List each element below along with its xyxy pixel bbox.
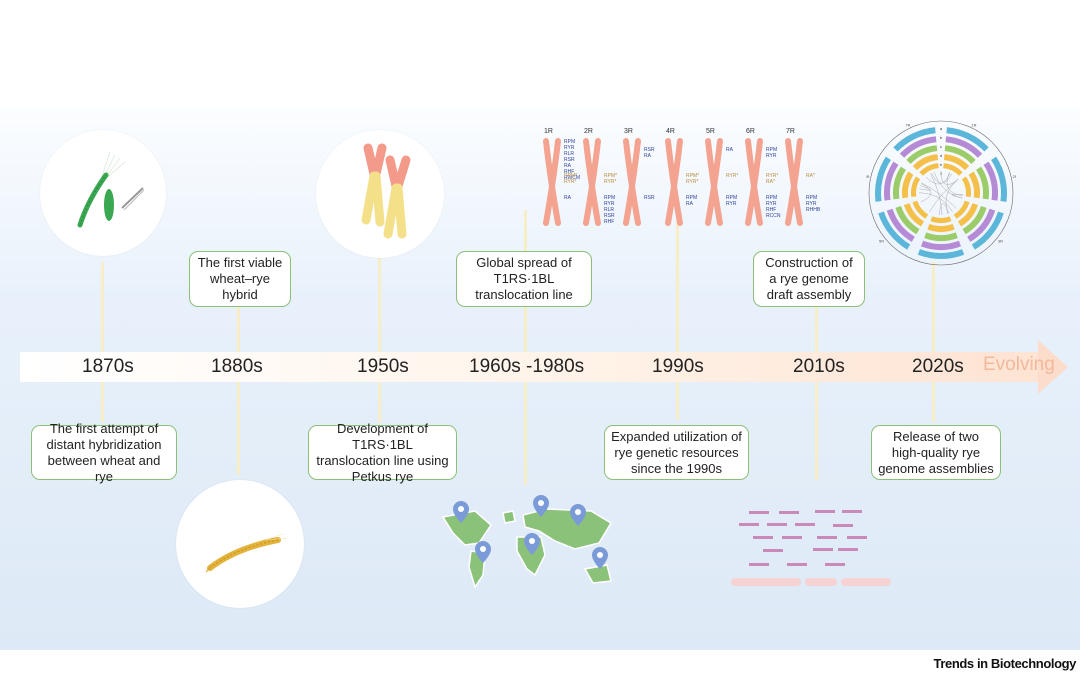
era-label-1870s: 1870s [82,356,134,378]
chromosome-label: 6R [746,128,755,135]
circos-sector-label: 6R [866,174,870,179]
gene-labels-mid: RYR* RA* [766,173,778,185]
illustration-1880s [176,480,304,608]
circos-track-segment [918,249,964,259]
gene-labels-mid: RA* [806,173,815,179]
era-label-1990s: 1990s [652,356,704,378]
event-box-1960s-1980s: Global spread of T1RS·1BL translocation … [456,251,592,307]
circos-ring-label: d [940,153,942,158]
circos-sector-label: 7R [905,123,910,128]
event-text: Construction of a rye genome draft assem… [760,255,858,303]
gene-labels-mid: RYR* [726,173,738,179]
gene-labels-lower: RPM RYR RLR RSR RHF [604,195,615,225]
gene-labels-mid: RPM* RYR* [686,173,699,185]
chromosome-icon [782,137,806,227]
circos-outer-ring [869,121,1013,265]
circos-link [919,186,930,191]
event-text: Expanded utilization of rye genetic reso… [611,429,742,477]
circos-ring-label: b [940,135,943,140]
circos-ring-label: c [940,144,942,149]
gene-labels-mid: RPM* RYR* [604,173,617,185]
event-box-1990s: Expanded utilization of rye genetic reso… [604,425,749,480]
circos-link [926,173,950,184]
event-box-2010s: Construction of a rye genome draft assem… [753,251,865,307]
event-box-1880s: The first viable wheat–rye hybrid [189,251,291,307]
connector-2010s [815,300,818,480]
circos-ring-label: f [940,171,942,176]
circos-genome-plot: 1R 2R 3R 4R 5R 6R 7R abcdef [866,118,1016,268]
chromosome-icon [580,137,604,227]
event-box-1950s: Development of T1RS·1BL translocation li… [308,425,457,480]
era-label-2020s: 2020s [912,356,964,378]
era-label-1960s-1980s: 1960s -1980s [469,356,584,378]
chromosome-icon [662,137,686,227]
event-text: Development of T1RS·1BL translocation li… [315,421,450,485]
chromosome-icon [702,137,726,227]
wheat-rye-tweezers-icon [40,130,166,256]
circos-track-segment [924,232,958,241]
gene-labels-lower: RPM RYR [726,195,737,207]
world-map-icon [435,495,630,605]
event-box-1870s: The first attempt of distant hybridizati… [31,425,177,480]
evolving-label: Evolving [983,354,1055,376]
illustration-draft-assembly [725,505,895,595]
circos-ring-label: e [940,162,943,167]
connector-1880s [237,305,240,475]
circos-sector-label: 3R [998,238,1003,243]
gene-labels-lower: RA [564,195,571,201]
gene-labels-upper: RA [726,147,733,153]
circos-sector-label: 4R [938,267,943,268]
connector-1990s [676,215,679,420]
circos-track-segment [927,224,954,232]
chromosome-label: 5R [706,128,715,135]
circos-sector-label: 1R [971,123,976,128]
chromosome-icon [742,137,766,227]
gene-labels-lower: RPM RYR RHF RCCN [766,195,780,219]
circos-track-segment [962,176,971,197]
illustration-world-map [435,495,630,605]
gene-labels-lower: RSR [644,195,655,201]
circos-track-segment [930,216,951,223]
event-text: Release of two high-quality rye genome a… [878,429,994,477]
circos-sector-label: 5R [879,238,884,243]
event-box-2020s: Release of two high-quality rye genome a… [871,425,1001,480]
connector-1950s [378,258,381,423]
circos-track-segment [911,176,920,197]
illustration-1950s [316,130,444,258]
rye-chromosome-set: 1RRPM RYR RLR RSR RA RHF RWCMRPM* RYR*RA… [530,125,830,225]
illustration-1870s [40,130,166,256]
event-text: Global spread of T1RS·1BL translocation … [463,255,585,303]
circos-sector-label: 2R [1013,174,1016,179]
publisher-credit: Trends in Biotechnology [934,656,1076,671]
connector-2020s [932,262,935,422]
chromosome-icon [540,137,564,227]
translocation-chromosomes-icon [316,130,444,258]
connector-1870s [101,262,104,422]
gene-labels-lower: RPM RYR RHHB [806,195,820,213]
event-text: The first viable wheat–rye hybrid [196,255,284,303]
circos-ring-label: a [940,126,943,131]
chromosome-label: 1R [544,128,553,135]
gene-labels-mid: RPM* RYR* [564,173,577,185]
era-label-1880s: 1880s [211,356,263,378]
era-label-2010s: 2010s [793,356,845,378]
era-label-1950s: 1950s [357,356,409,378]
gene-labels-upper: RPM RYR [766,147,777,159]
chromosome-label: 3R [624,128,633,135]
illustration-circos-plot: 1R 2R 3R 4R 5R 6R 7R abcdef [866,118,1016,268]
chromosome-label: 4R [666,128,675,135]
chromosome-label: 7R [786,128,795,135]
circos-track-segment [921,241,961,250]
chromosome-label: 2R [584,128,593,135]
contigs-icon [725,505,895,595]
event-text: The first attempt of distant hybridizati… [38,421,170,485]
chromosome-icon [620,137,644,227]
gene-labels-upper: RSR RA [644,147,655,159]
golden-wheat-spike-icon [176,480,304,608]
gene-labels-lower: RPM RA [686,195,697,207]
